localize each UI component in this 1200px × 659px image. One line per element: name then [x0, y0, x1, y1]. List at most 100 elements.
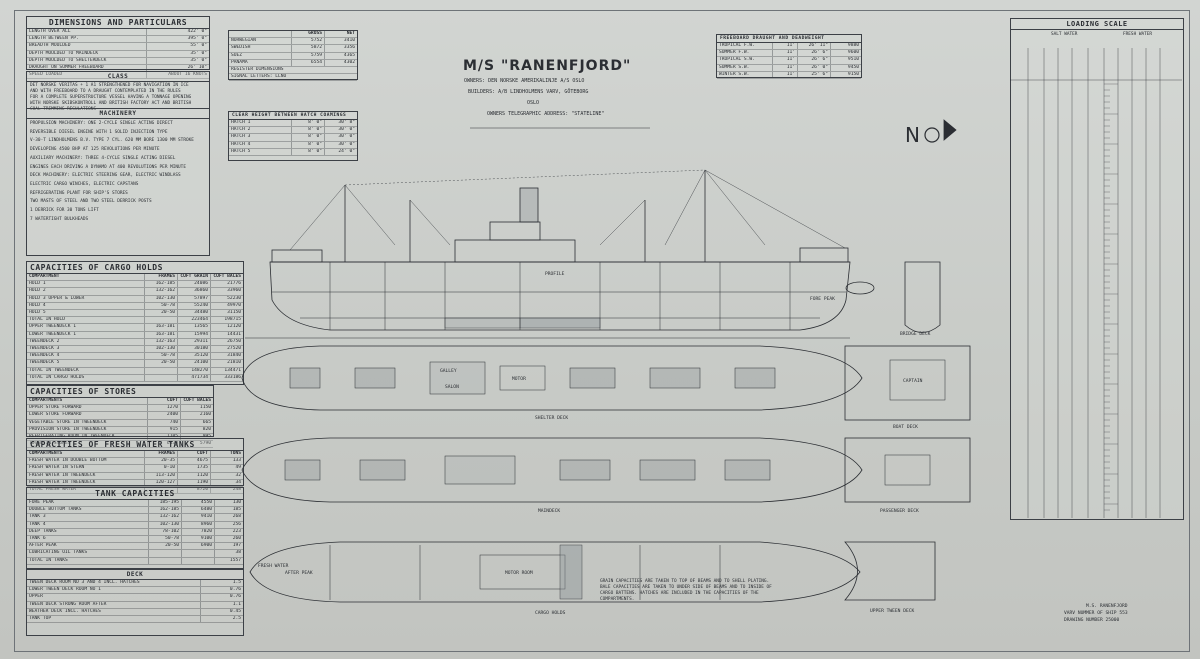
table-cell: 3410 — [324, 38, 357, 45]
table-cell: 102-130 — [148, 521, 181, 528]
table-row: TWEEN DECK ROOM NO 3 AND 4 INCL. HATCHES… — [27, 580, 243, 588]
header-cell: COMPARTMENTS — [29, 398, 63, 403]
table-cell: 15994 — [177, 331, 210, 338]
table-cell: HATCH 3 — [231, 134, 251, 140]
table-cell: 1.5 — [200, 580, 243, 587]
table-cell: 34480 — [177, 310, 210, 317]
deck-panel: DECK TWEEN DECK ROOM NO 3 AND 4 INCL. HA… — [26, 569, 244, 636]
table-cell: UPPER TWEENDECK 1 — [29, 324, 77, 330]
tank-capacities-title: TANK CAPACITIES — [27, 488, 243, 500]
header-cell: CUFT GRAIN — [177, 274, 210, 281]
telegraphic-line: OWNERS TELEGRAPHIC ADDRESS: "STATELINE" — [487, 111, 605, 117]
stamp-line-3: DRAWING NUMBER 25000 — [1064, 618, 1120, 623]
motor-room — [479, 554, 566, 590]
label-captain: CAPTAIN — [903, 378, 923, 384]
drawing-notes: GRAIN CAPACITIES ARE TAKEN TO TOP OF BEA… — [600, 579, 772, 602]
table-cell: 30' 0" — [324, 127, 357, 134]
label-after-peak: AFTER PEAK — [285, 570, 313, 576]
label-maindeck: MAINDECK — [538, 508, 560, 514]
table-cell: 11' — [772, 43, 797, 50]
profile-superstructure — [454, 239, 576, 263]
table-row: LENGTH BETWEEN PP.395' 0" — [27, 36, 209, 44]
table-cell: 820 — [180, 426, 213, 433]
table-cell: HOLD 3 UPPER & LOWER — [29, 295, 85, 301]
table-cell: 9150 — [830, 71, 861, 78]
table-cell: HOLD 1 — [29, 281, 46, 287]
table-cell: SWEDISH — [231, 45, 251, 51]
label-fresh-water: FRESH WATER — [258, 563, 289, 569]
class-text: DET NORSKE VERITAS + 1 A1 STRENGTHENED F… — [30, 83, 192, 112]
profile-rigging — [289, 169, 846, 251]
table-cell: AFTER PEAK — [29, 543, 57, 549]
profile-forecastle — [799, 247, 849, 263]
header-cell: FRAMES — [144, 451, 177, 458]
fresh-water-panel: CAPACITIES OF FRESH WATER TANKS COMPARTM… — [26, 438, 244, 495]
owners-line: OWNERS: DEN NORSKE AMERIKALINJE A/S OSLO — [464, 78, 585, 84]
table-cell: TWEENDECK 5 — [29, 360, 60, 366]
table-cell: 134471 — [210, 367, 243, 374]
table-cell — [181, 557, 214, 564]
table-cell: 26' 6" — [797, 57, 830, 64]
table-cell: 260 — [214, 536, 243, 543]
table-cell: 20-50 — [144, 360, 177, 367]
table-cell — [181, 550, 214, 557]
passenger-deck-casing — [884, 454, 931, 486]
table-cell: 26' 6" — [797, 50, 830, 57]
table-cell: 0.45 — [200, 608, 243, 615]
loading-scale-title: LOADING SCALE — [1011, 19, 1183, 30]
table-cell: 20-35 — [144, 458, 177, 465]
table-cell: 1270 — [147, 405, 180, 412]
profile-poop — [271, 249, 323, 263]
table-cell: 5790 — [180, 441, 213, 448]
table-cell: 6554 — [291, 59, 324, 66]
sheet-border — [14, 10, 1190, 652]
table-cell: 33960 — [210, 288, 243, 295]
table-cell: 185 — [214, 507, 243, 514]
table-cell: 2160 — [180, 412, 213, 419]
table-cell: 132-162 — [144, 288, 177, 295]
passenger-deck-outline — [844, 437, 971, 503]
table-cell: TROPICAL F.W. — [719, 43, 755, 48]
table-cell: FRESH WATER IN STERN — [29, 465, 85, 471]
table-cell: 132-163 — [144, 338, 177, 346]
table-cell: 50-78 — [144, 353, 177, 360]
table-cell: 4675 — [177, 458, 210, 465]
tonnage-signal: SIGNAL LETTERS: LLNO — [229, 74, 357, 82]
clear-height-panel: CLEAR HEIGHT BETWEEN HATCH COAMINGS HATC… — [228, 111, 358, 161]
header-cell: TONS — [210, 451, 243, 458]
table-cell: NORWEGIAN — [231, 38, 256, 44]
table-cell: 223464 — [177, 317, 210, 324]
table-cell: TOTAL IN STORES — [29, 441, 71, 447]
table-row: WINTER S.W.11'25' 6"9150 — [717, 71, 861, 80]
table-cell: 8960 — [181, 521, 214, 528]
table-cell: HOLD 2 — [29, 288, 46, 294]
table-cell: DEPTH MOULDED TO MAINDECK — [29, 50, 99, 56]
table-cell: 11' — [772, 57, 797, 64]
label-boat-deck: BOAT DECK — [893, 424, 918, 430]
header-cell: CUFT BALES — [210, 274, 243, 281]
table-cell: BREADTH MOULDED — [29, 43, 71, 49]
label-fore-peak: FORE PEAK — [810, 296, 835, 302]
table-cell: HOLD 4 — [29, 302, 46, 308]
table-cell: VEGETABLE STORE IN TWEENDECK — [29, 419, 107, 425]
table-cell: 9600 — [830, 50, 861, 57]
table-cell: 24086 — [177, 281, 210, 288]
profile-hull — [269, 261, 851, 331]
clear-height-title: CLEAR HEIGHT BETWEEN HATCH COAMINGS — [229, 112, 357, 120]
table-cell: LOWER TWEEN DECK ROOM NO 1 — [29, 587, 101, 593]
